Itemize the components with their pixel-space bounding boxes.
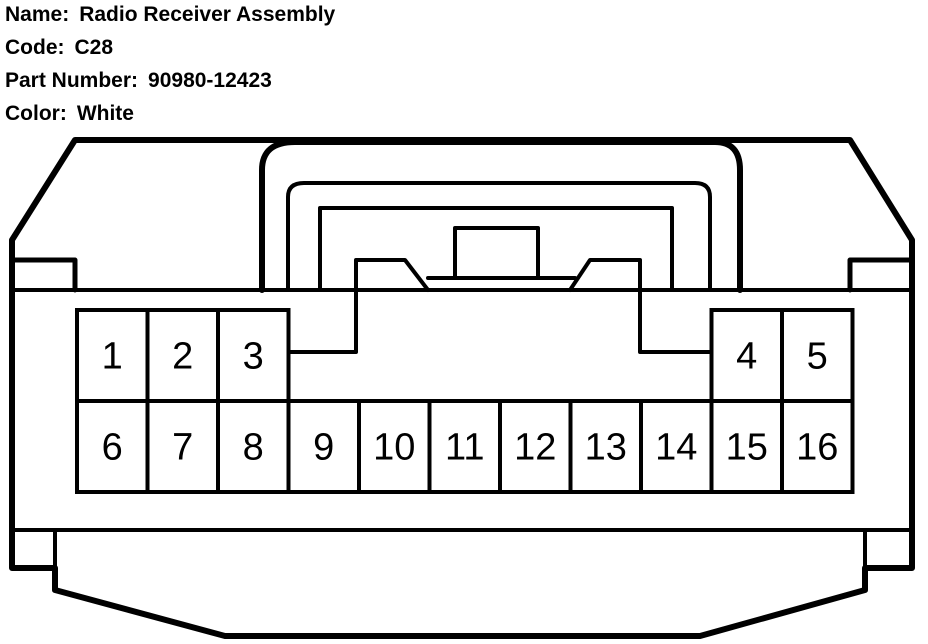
pin-label: 13 [585,427,627,469]
lock-ramp [354,258,642,292]
lock-window [318,206,674,292]
pin-label: 7 [172,427,193,469]
pin-label: 8 [243,427,264,469]
pin-cavity [75,308,150,403]
part-number-label: Part Number: [5,69,139,92]
lock-housing-outer [259,139,743,293]
pin-cavity [75,399,150,494]
pin-cavity [568,399,643,494]
code-value: C28 [74,36,114,59]
color-label: Color: [5,102,67,125]
pin-label: 1 [102,336,123,378]
name-label: Name: [5,3,70,26]
pin-cavity [709,308,784,403]
pin-label: 9 [313,427,334,469]
pin-cavity [216,308,291,403]
pin-cavity [780,399,855,494]
color-value: White [76,102,134,125]
pin-label: 15 [726,427,768,469]
connector-info: Name: Radio Receiver Assembly Code: C28 Pa… [5,0,425,132]
pin-cavity [145,399,220,494]
pin-label: 4 [736,336,757,378]
pin-label: 11 [445,427,484,469]
connector-housing [9,137,915,639]
pin-label: 10 [373,427,415,469]
pin-label: 16 [796,427,838,469]
pin-cavity [216,399,291,494]
pin-label: 3 [243,336,264,378]
right-upper-notch [847,257,915,293]
pin-cavity [357,399,432,494]
pin-cavity [709,399,784,494]
lock-extension [286,288,712,354]
part-number-row: Part Number: 90980-12423 [5,66,425,99]
pin-label: 12 [514,427,556,469]
part-number-value: 90980-12423 [148,69,272,92]
pin-label: 14 [655,427,697,469]
pin-label: 2 [172,336,193,378]
pin-cavity [286,399,361,494]
code-label: Code: [5,36,65,59]
lock-tab [453,226,540,280]
pin-label: 5 [807,336,828,378]
pin-cavity [145,308,220,403]
pin-label: 6 [102,427,123,469]
color-row: Color: White [5,99,425,132]
lock-housing-inner [286,181,712,292]
pin-cavity [639,399,714,494]
name-value: Radio Receiver Assembly [79,3,336,26]
pin-cavity [427,399,502,494]
name-row: Name: Radio Receiver Assembly [5,0,425,33]
left-upper-notch [9,257,78,293]
code-row: Code: C28 [5,33,425,66]
